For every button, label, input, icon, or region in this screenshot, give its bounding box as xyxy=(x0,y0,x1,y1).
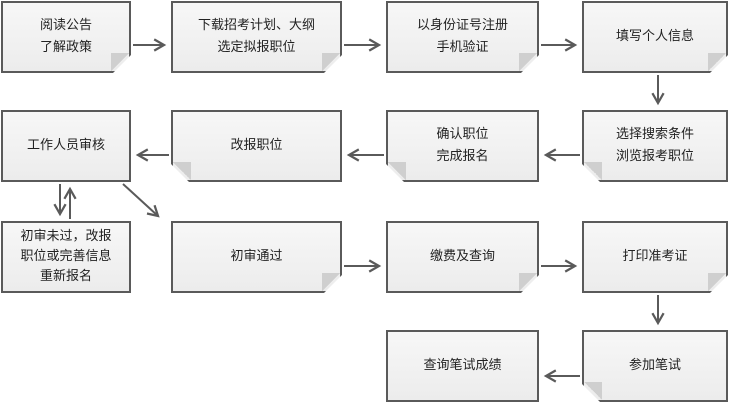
step-label: 参加笔试 xyxy=(628,358,681,373)
step-label: 确认职位 完成报名 xyxy=(436,127,489,164)
step-query-scores: 查询笔试成绩 xyxy=(386,330,539,402)
step-register-id: 以身份证号注册 手机验证 xyxy=(386,1,539,73)
step-label: 查询笔试成绩 xyxy=(423,358,502,373)
step-confirm-position: 确认职位 完成报名 xyxy=(386,110,539,182)
step-change-position: 改报职位 xyxy=(171,110,342,182)
step-review-failed: 初审未过，改报 职位或完善信息 重新报名 xyxy=(1,221,131,293)
step-label: 缴费及查询 xyxy=(429,249,495,264)
step-label: 下载招考计划、大纲 选定拟报职位 xyxy=(197,18,315,55)
step-payment-query: 缴费及查询 xyxy=(386,221,539,293)
step-label: 打印准考证 xyxy=(622,249,688,264)
step-print-admission: 打印准考证 xyxy=(582,221,728,293)
step-label: 初审未过，改报 职位或完善信息 重新报名 xyxy=(20,229,112,284)
step-label: 改报职位 xyxy=(230,138,283,153)
step-fill-info: 填写个人信息 xyxy=(582,1,728,73)
step-label: 以身份证号注册 手机验证 xyxy=(416,18,508,55)
arrow-diagonal xyxy=(122,183,160,218)
step-label: 阅读公告 了解政策 xyxy=(39,18,92,55)
step-label: 填写个人信息 xyxy=(615,29,694,44)
step-read-announcement: 阅读公告 了解政策 xyxy=(1,1,131,73)
step-written-exam: 参加笔试 xyxy=(582,330,728,402)
step-staff-review: 工作人员审核 xyxy=(1,110,131,182)
step-label: 工作人员审核 xyxy=(26,138,105,153)
step-label: 初审通过 xyxy=(230,249,283,264)
step-download-plan: 下载招考计划、大纲 选定拟报职位 xyxy=(171,1,342,73)
step-label: 选择搜索条件 浏览报考职位 xyxy=(615,127,694,164)
